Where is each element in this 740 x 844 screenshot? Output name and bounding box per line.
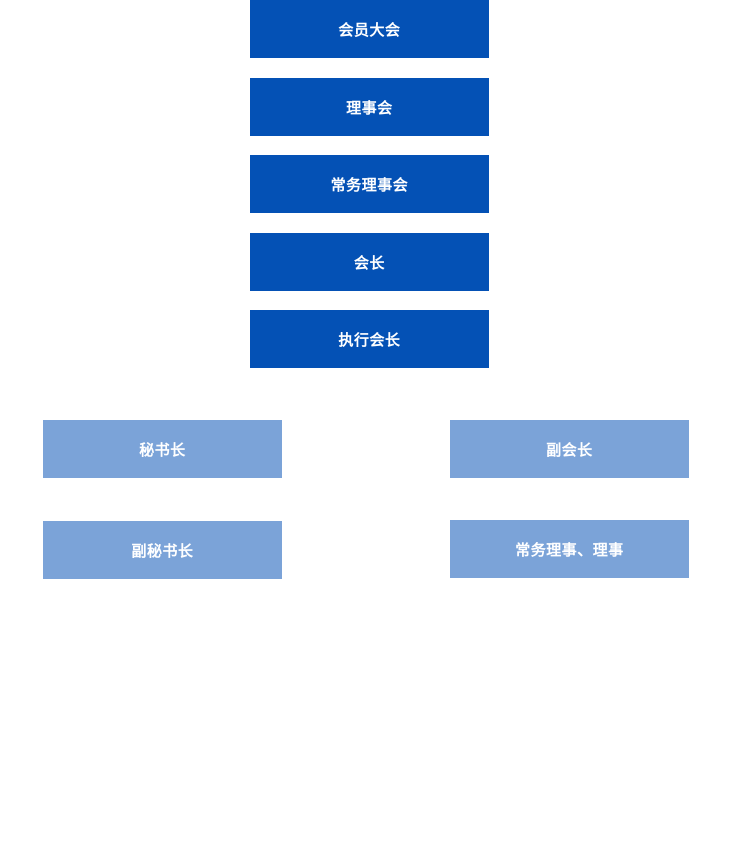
node-vice-president: 副会长 [450, 420, 689, 478]
node-standing-directors: 常务理事、理事 [450, 520, 689, 578]
node-label: 副秘书长 [131, 541, 194, 560]
node-label: 理事会 [346, 98, 393, 117]
node-executive-president: 执行会长 [250, 310, 489, 368]
node-label: 秘书长 [139, 440, 186, 459]
node-president: 会长 [250, 233, 489, 291]
node-standing-council: 常务理事会 [250, 155, 489, 213]
node-label: 会长 [353, 253, 385, 272]
node-members-assembly: 会员大会 [250, 0, 489, 58]
node-label: 会员大会 [338, 20, 401, 39]
node-label: 执行会长 [338, 330, 401, 349]
node-secretary-general: 秘书长 [43, 420, 282, 478]
node-council: 理事会 [250, 78, 489, 136]
node-label: 副会长 [546, 440, 593, 459]
node-label: 常务理事会 [330, 175, 409, 194]
node-deputy-secretary-general: 副秘书长 [43, 521, 282, 579]
node-label: 常务理事、理事 [515, 540, 624, 559]
